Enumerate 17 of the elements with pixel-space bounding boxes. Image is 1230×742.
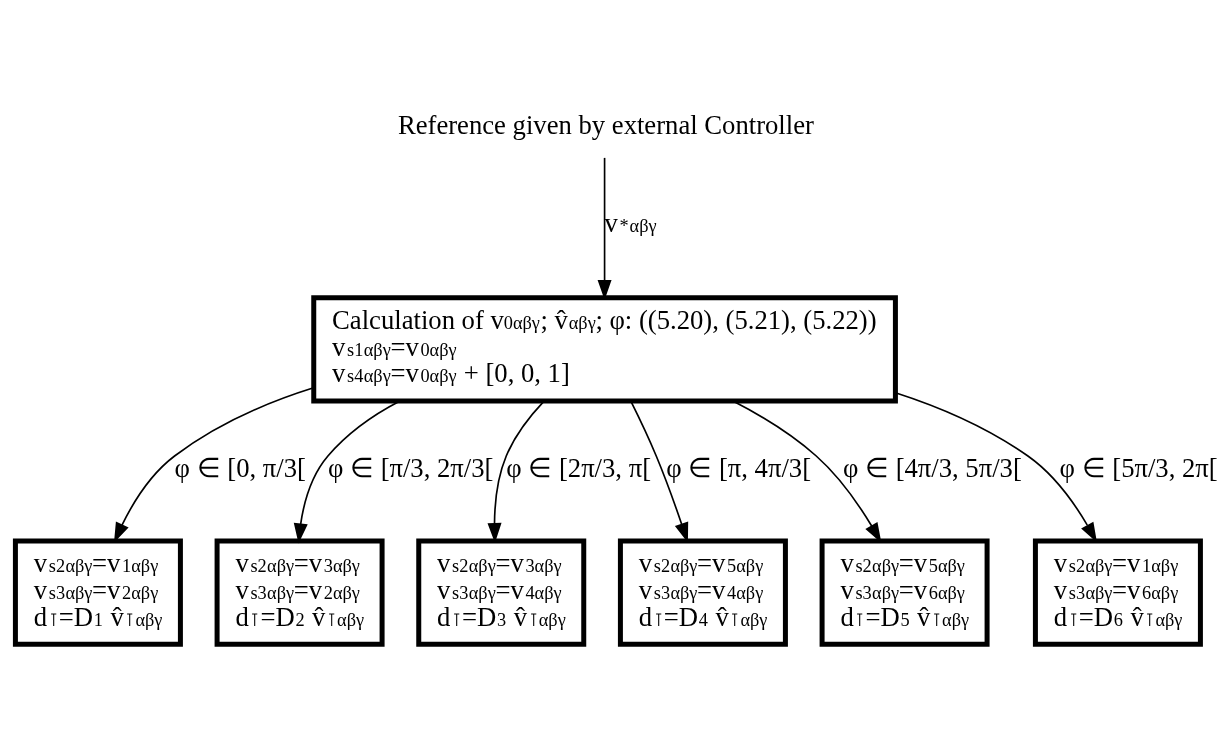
node-text: Reference given by external Controller: [397, 110, 814, 140]
node-box: vs2αβγ=v3αβγ vs3αβγ=v2αβγ d⊺=D2 v̂⊺αβγ: [214, 538, 385, 647]
node-box: vs2αβγ=v5αβγ vs3αβγ=v6αβγ d⊺=D5 v̂⊺αβγ: [819, 538, 990, 647]
edge-label: φ ∈ [π/3, 2π/3[: [327, 453, 494, 484]
edge-label: φ ∈ [5π/3, 2π[: [1059, 453, 1218, 484]
arrow: [293, 400, 401, 544]
node-box: vs2αβγ=v1αβγ vs3αβγ=v6αβγ d⊺=D6 v̂⊺αβγ: [1032, 538, 1203, 647]
arrow: [114, 386, 315, 543]
node-box: vs2αβγ=v1αβγ vs3αβγ=v2αβγ d⊺=D1 v̂⊺αβγ: [12, 538, 183, 647]
edge-label: φ ∈ [4π/3, 5π/3[: [842, 453, 1022, 484]
edge-label: φ ∈ [0, π/3[: [174, 453, 306, 484]
edge-label: φ ∈ [2π/3, π[: [506, 453, 652, 484]
node-box: vs2αβγ=v5αβγ vs3αβγ=v4αβγ d⊺=D4 v̂⊺αβγ: [617, 538, 788, 647]
node-box: Calculation of v0αβγ; v̂αβγ; φ: ((5.20), (5.21), (5.22)) vs1αβγ=v0αβγ vs4αβγ=v0αβγ + [0, 0, 1]: [311, 295, 898, 404]
edge-label: φ ∈ [π, 4π/3[: [666, 453, 812, 484]
node-box: vs2αβγ=v3αβγ vs3αβγ=v4αβγ d⊺=D3 v̂⊺αβγ: [416, 538, 587, 647]
edge-label: v*αβγ: [604, 208, 657, 239]
